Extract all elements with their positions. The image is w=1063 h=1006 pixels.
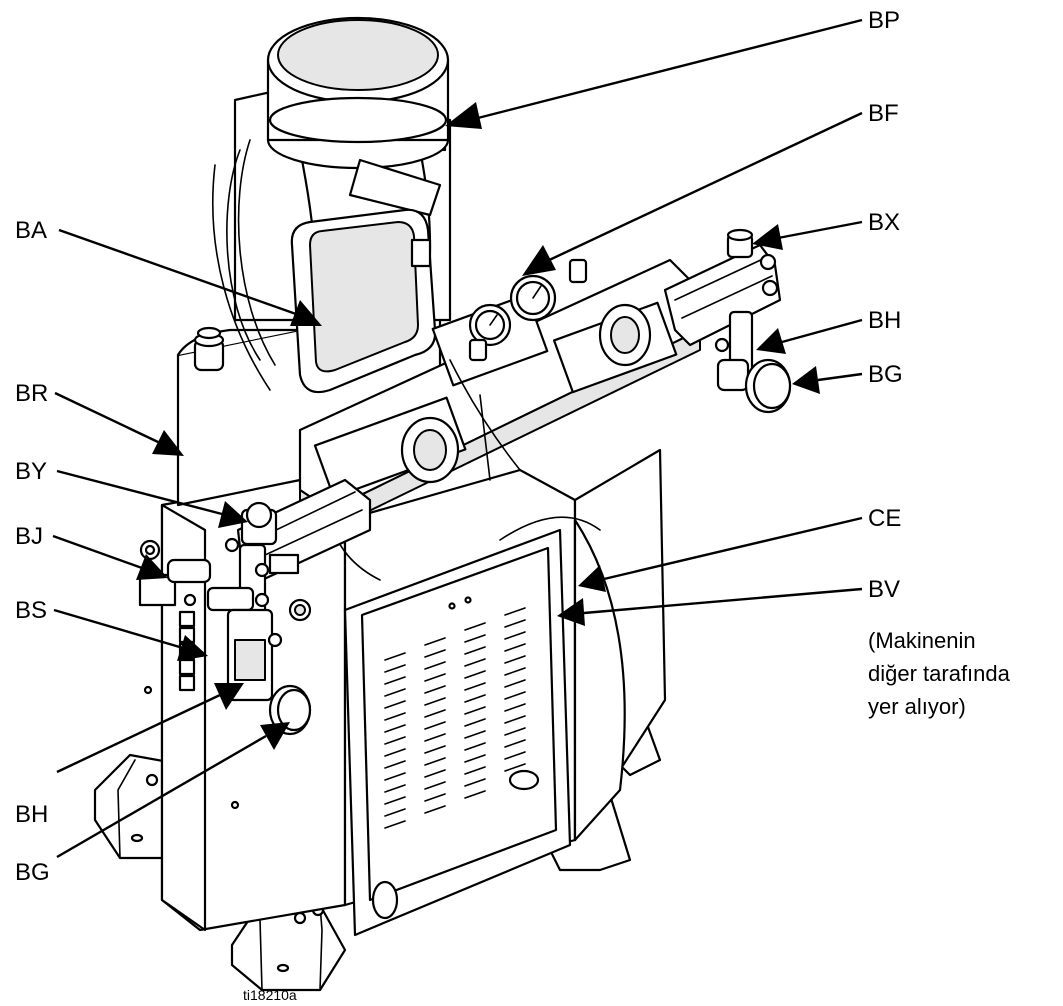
label-bh-right: BH: [868, 307, 901, 334]
fluid-manifold: [298, 258, 712, 581]
label-bj: BJ: [15, 523, 43, 550]
figure-id: ti18210a: [243, 987, 297, 1003]
label-by: BY: [15, 458, 47, 485]
right-cylinder: [663, 228, 792, 414]
label-bh-left: BH: [15, 801, 48, 828]
label-bg-right: BG: [868, 361, 903, 388]
label-bf: BF: [868, 100, 899, 127]
label-bg-left: BG: [15, 859, 50, 886]
leader-lines: [52, 18, 863, 859]
label-ba: BA: [15, 217, 47, 244]
louvered-shroud: [343, 528, 572, 937]
left-cylinder: [166, 478, 372, 736]
bv-note-line1: (Makinenin: [868, 628, 976, 653]
motor-fan-cover: [266, 16, 450, 170]
bv-note-line2: diğer tarafında: [868, 661, 1011, 686]
callout-labels: BP BF BX BH BG BA BR BY BJ BS CE BV (Mak…: [15, 7, 1011, 1003]
pressure-gauges: [468, 258, 588, 362]
right-front-foot: [230, 898, 347, 992]
label-bv: BV: [868, 576, 900, 603]
label-bp: BP: [868, 7, 900, 34]
louver-slots: [384, 607, 526, 829]
label-bs: BS: [15, 597, 47, 624]
label-br: BR: [15, 380, 48, 407]
bv-note-line3: yer alıyor): [868, 694, 966, 719]
label-ce: CE: [868, 505, 901, 532]
label-bx: BX: [868, 209, 900, 236]
